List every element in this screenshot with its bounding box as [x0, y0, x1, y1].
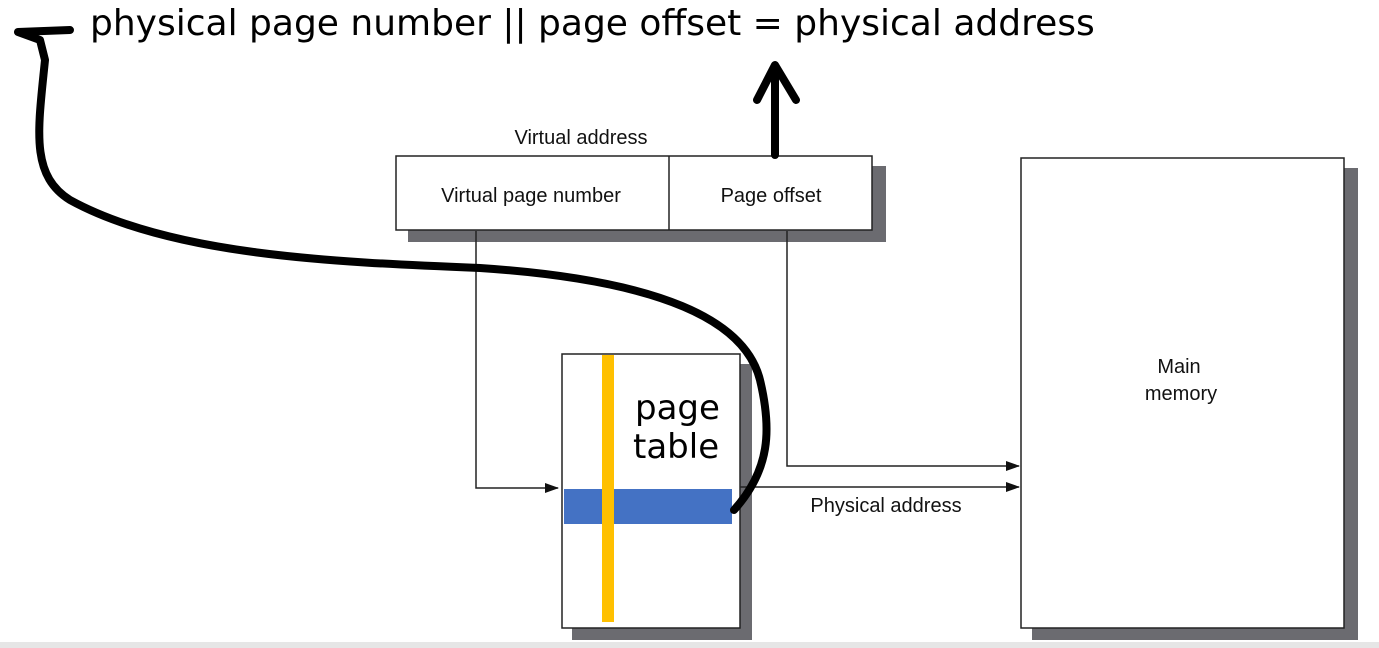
hand-drawn-arrow-to-heading: [14, 26, 771, 514]
main-memory-label-line2: memory: [1145, 383, 1217, 405]
page-table-entry-row: [564, 489, 732, 524]
virtual-address-box: Virtual address Virtual page number Page…: [395, 127, 886, 242]
main-memory-box: Main memory: [1020, 157, 1358, 640]
virtual-address-frame: [395, 155, 873, 231]
bottom-border-strip: [0, 642, 1379, 648]
physical-page-number-column: [602, 355, 614, 622]
vpn-to-page-table-arrow: [475, 231, 559, 493]
offset-to-memory-arrow: [786, 231, 1020, 471]
virtual-page-number-label: Virtual page number: [441, 185, 621, 207]
virtual-address-label: Virtual address: [514, 127, 647, 149]
page-offset-label: Page offset: [721, 185, 822, 207]
hand-drawn-arrow-offset-up: [753, 61, 800, 159]
main-memory-frame: [1020, 157, 1345, 629]
heading-equation: physical page number || page offset = ph…: [90, 3, 1095, 44]
page-table-label-line1: page: [635, 388, 720, 428]
page-table-box: page table: [561, 353, 752, 640]
page-table-label-line2: table: [633, 427, 719, 467]
main-memory-label-line1: Main: [1157, 356, 1200, 378]
physical-address-label: Physical address: [810, 495, 961, 517]
